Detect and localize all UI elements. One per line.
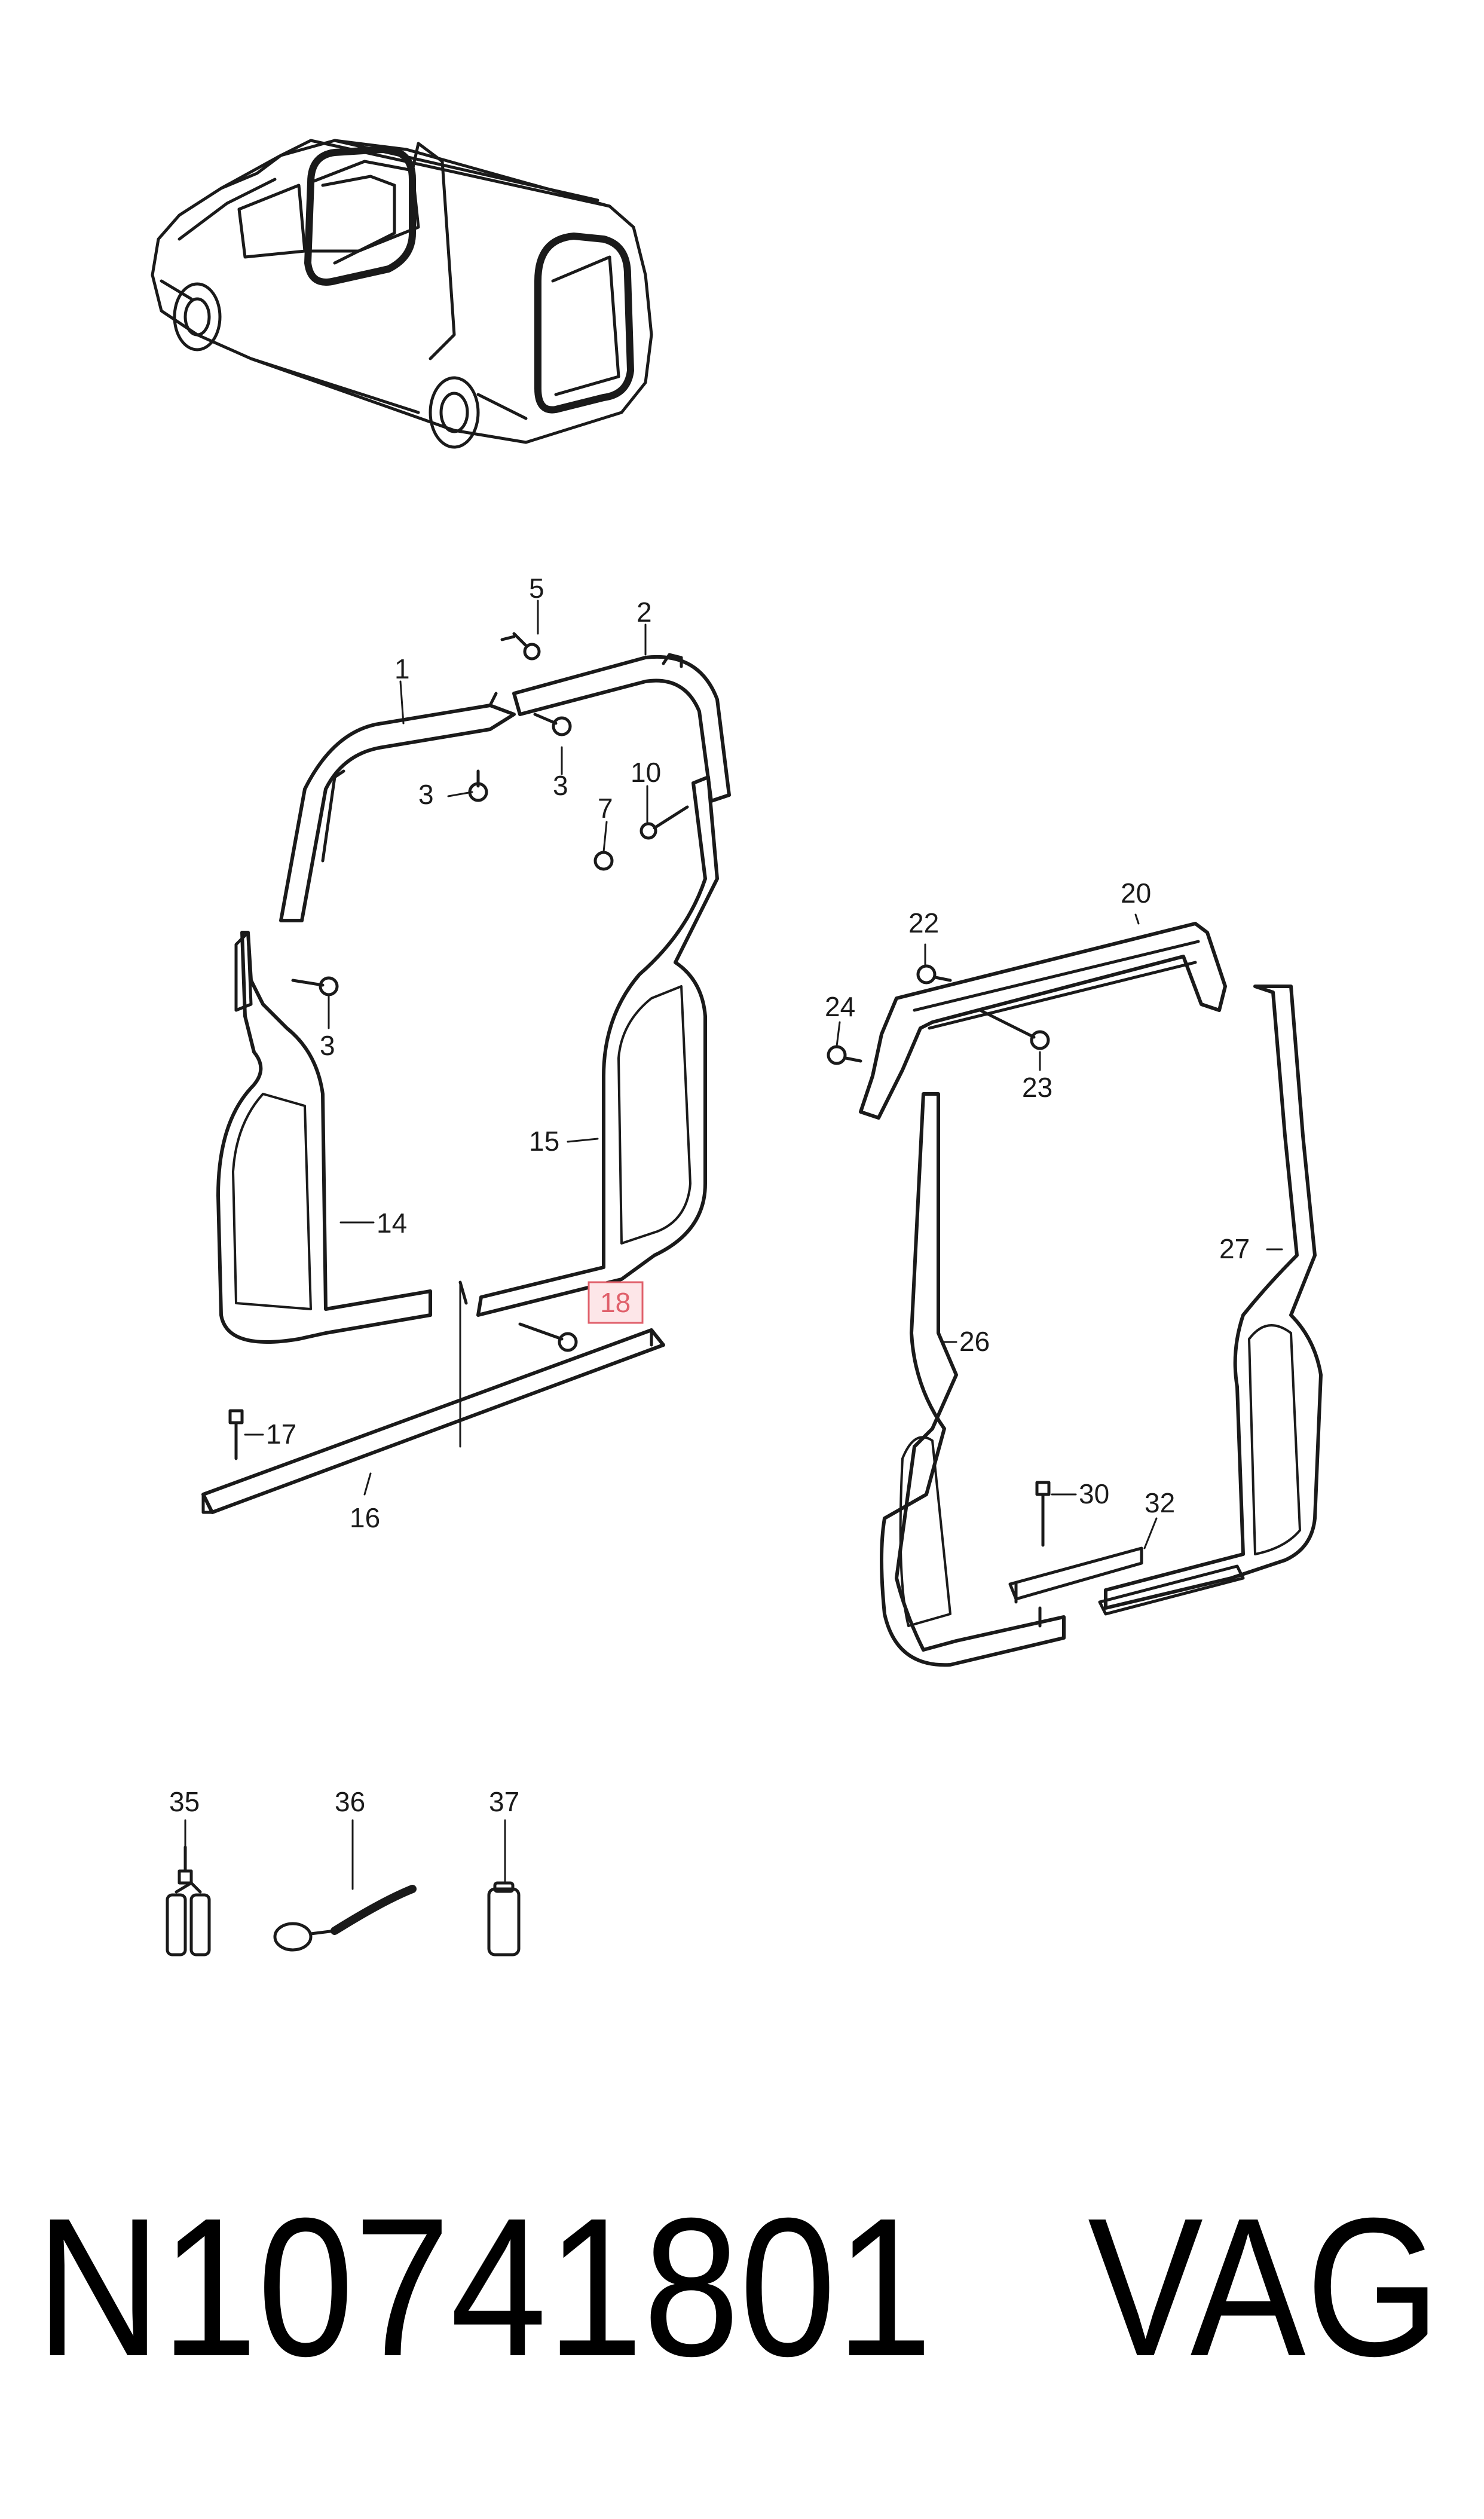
callout-1[interactable]: 1 <box>394 653 410 684</box>
highlight-box-18[interactable] <box>588 1281 644 1324</box>
callout-10[interactable]: 10 <box>631 757 661 788</box>
callout-3a[interactable]: 3 <box>418 779 434 810</box>
callout-24[interactable]: 24 <box>825 991 855 1022</box>
callout-18[interactable]: 18 <box>600 1287 631 1318</box>
callout-15[interactable]: 15 <box>529 1126 559 1157</box>
callout-17[interactable]: 17 <box>266 1419 296 1450</box>
callout-16[interactable]: 16 <box>350 1502 380 1533</box>
accessories <box>166 1845 521 1956</box>
callout-14[interactable]: 14 <box>377 1207 407 1239</box>
callout-20[interactable]: 20 <box>1121 878 1151 909</box>
van-illustration <box>151 139 653 449</box>
right-door-frame <box>827 922 1323 1667</box>
callout-32[interactable]: 32 <box>1145 1487 1175 1518</box>
callout-23[interactable]: 23 <box>1022 1072 1052 1103</box>
callout-30[interactable]: 30 <box>1079 1478 1109 1509</box>
part-number: N10741801 <box>36 2176 932 2397</box>
leader-lines <box>184 600 1283 1890</box>
callout-35[interactable]: 35 <box>169 1786 200 1817</box>
callout-2[interactable]: 2 <box>637 597 652 628</box>
callout-37[interactable]: 37 <box>489 1786 519 1817</box>
left-door-frame <box>201 632 731 1514</box>
callout-27[interactable]: 27 <box>1219 1233 1250 1264</box>
callout-26[interactable]: 26 <box>959 1326 990 1357</box>
callout-5[interactable]: 5 <box>529 573 544 604</box>
brand-name: VAG <box>1088 2176 1440 2397</box>
callout-3b[interactable]: 3 <box>553 770 568 801</box>
callout-7[interactable]: 7 <box>598 793 613 824</box>
callout-36[interactable]: 36 <box>335 1786 365 1817</box>
callout-22[interactable]: 22 <box>908 907 939 938</box>
callout-3c[interactable]: 3 <box>320 1030 335 1061</box>
